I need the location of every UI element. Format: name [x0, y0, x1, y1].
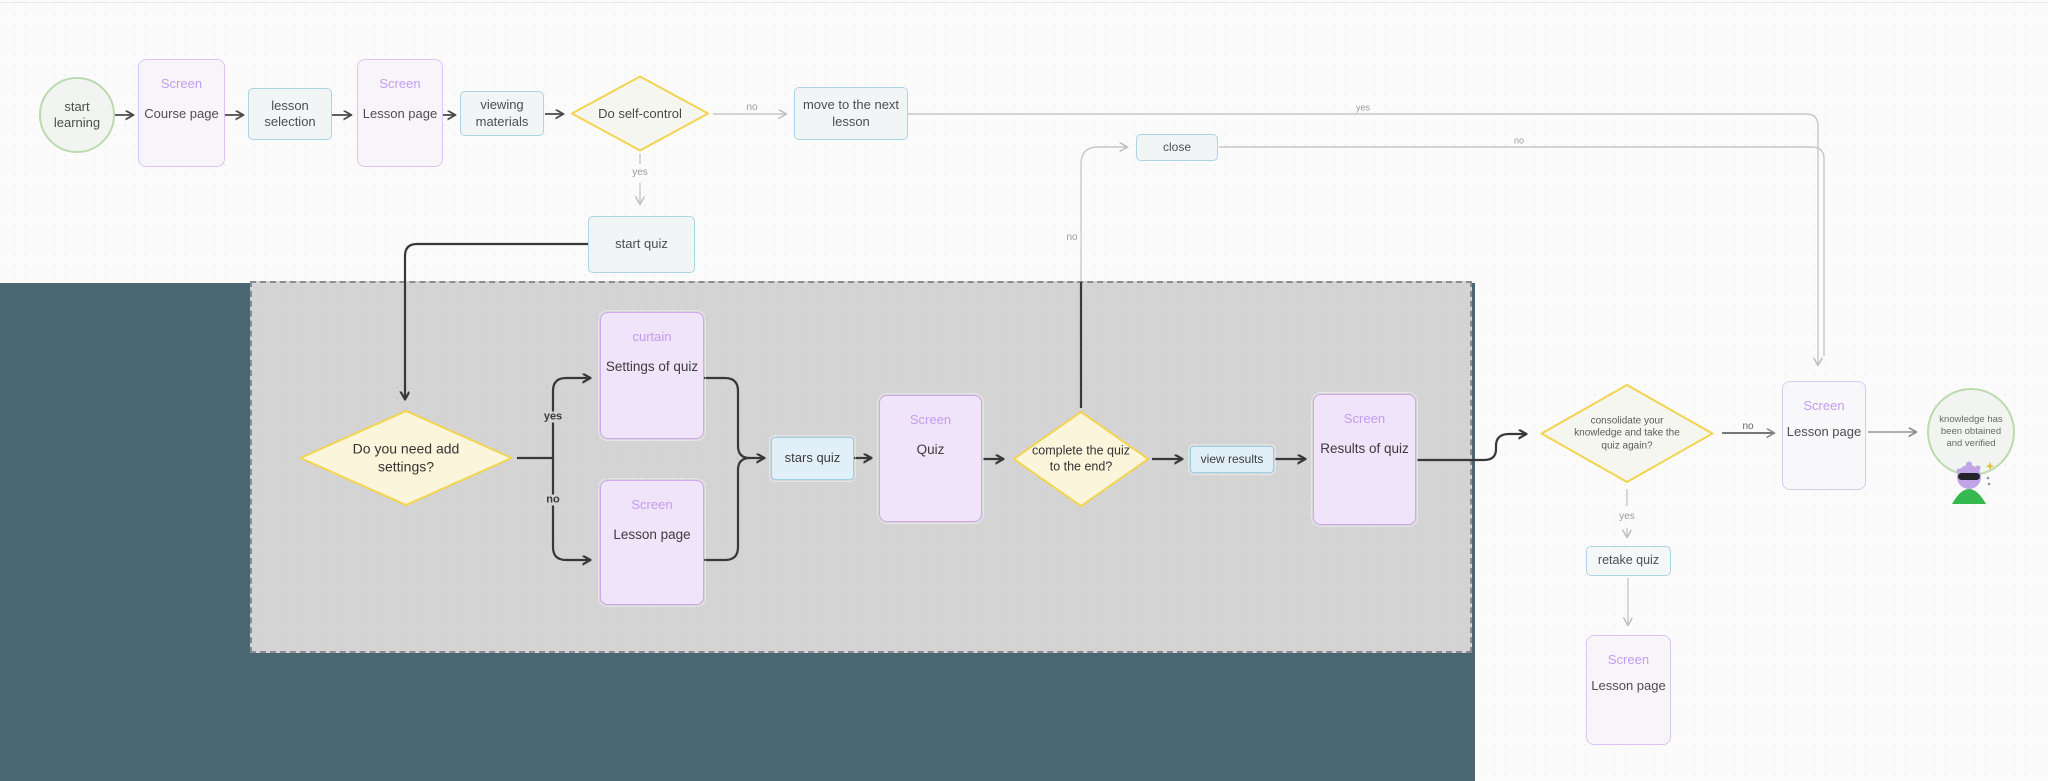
- node-type-tag: Screen: [1607, 652, 1650, 667]
- node-type-tag: Screen: [909, 412, 952, 427]
- edge-label-no: no: [543, 494, 563, 506]
- node-label: retake quiz: [1597, 553, 1660, 568]
- node-type-tag: Screen: [1803, 398, 1845, 413]
- decision-do-self-control[interactable]: Do self-control: [569, 75, 711, 152]
- node-label: Do self-control: [598, 105, 682, 121]
- edge-label-no: no: [1739, 422, 1757, 432]
- mascot-graphic: [1952, 461, 1995, 504]
- node-screen-results-of-quiz[interactable]: Screen Results of quiz: [1311, 392, 1418, 527]
- node-label: close: [1162, 140, 1191, 154]
- node-type-tag: Screen: [160, 76, 203, 91]
- window-top-divider: [0, 2, 2048, 3]
- node-move-to-next-lesson[interactable]: move to the next lesson: [794, 87, 908, 140]
- node-label: Lesson page: [613, 527, 691, 543]
- node-screen-lesson-page-bottom[interactable]: Screen Lesson page: [1586, 635, 1671, 745]
- decision-consolidate-knowledge[interactable]: consolidate your knowledge and take the …: [1538, 383, 1716, 484]
- node-label: start learning: [53, 98, 101, 130]
- node-close[interactable]: close: [1136, 134, 1218, 161]
- node-label: stars quiz: [784, 450, 841, 466]
- node-label: Lesson page: [1591, 678, 1666, 694]
- node-label: start quiz: [615, 236, 668, 252]
- edge-label-no: no: [1510, 136, 1528, 146]
- node-viewing-materials[interactable]: viewing materials: [460, 91, 544, 136]
- node-start-quiz[interactable]: start quiz: [588, 216, 695, 273]
- node-label: consolidate your knowledge and take the …: [1574, 414, 1680, 451]
- node-lesson-selection[interactable]: lesson selection: [248, 88, 332, 140]
- node-start-learning[interactable]: start learning: [39, 77, 115, 153]
- node-type-tag: Screen: [1343, 411, 1386, 426]
- node-type-tag: curtain: [632, 329, 672, 344]
- edge-label-no: no: [743, 103, 761, 113]
- edge-label-yes: yes: [1352, 103, 1374, 113]
- node-label: viewing materials: [475, 97, 529, 129]
- node-screen-lesson-page-right[interactable]: Screen Lesson page: [1782, 381, 1866, 490]
- node-label: view results: [1200, 452, 1264, 466]
- node-label: Results of quiz: [1320, 441, 1409, 457]
- node-type-tag: Screen: [379, 76, 421, 91]
- diamond-shape: [569, 75, 711, 152]
- node-screen-course-page[interactable]: Screen Course page: [138, 59, 225, 167]
- edge-label-yes: yes: [540, 411, 566, 423]
- node-knowledge-verified[interactable]: knowledge has been obtained and verified: [1927, 388, 2015, 476]
- node-screen-lesson-page-mid[interactable]: Screen Lesson page: [598, 478, 706, 607]
- node-label: complete the quiz to the end?: [1032, 443, 1130, 473]
- decision-need-add-settings[interactable]: Do you need add settings?: [296, 409, 516, 507]
- decision-complete-quiz-to-end[interactable]: complete the quiz to the end?: [1011, 410, 1151, 508]
- node-view-results[interactable]: view results: [1188, 444, 1276, 475]
- node-retake-quiz[interactable]: retake quiz: [1586, 546, 1671, 576]
- node-label: Settings of quiz: [605, 359, 699, 375]
- node-label: move to the next lesson: [802, 97, 900, 129]
- node-screen-lesson-page-top[interactable]: Screen Lesson page: [357, 59, 443, 167]
- edge-label-no: no: [1063, 233, 1081, 243]
- node-label: Quiz: [916, 442, 945, 458]
- node-type-tag: Screen: [631, 497, 673, 512]
- diamond-shape: [1538, 383, 1716, 484]
- edge-label-yes: yes: [1616, 512, 1638, 522]
- node-curtain-settings-of-quiz[interactable]: curtain Settings of quiz: [598, 310, 706, 441]
- node-label: Do you need add settings?: [352, 440, 460, 475]
- diamond-shape: [1011, 410, 1151, 508]
- node-label: Lesson page: [362, 106, 438, 122]
- node-stars-quiz[interactable]: stars quiz: [769, 435, 856, 482]
- edge-label-yes: yes: [629, 168, 651, 178]
- node-label: Course page: [144, 106, 219, 122]
- node-label: knowledge has been obtained and verified: [1939, 414, 2003, 449]
- diamond-shape: [296, 409, 516, 507]
- mascot-sticker[interactable]: [1944, 458, 1998, 506]
- node-label: Lesson page: [1786, 424, 1862, 440]
- node-label: lesson selection: [264, 97, 316, 129]
- node-screen-quiz[interactable]: Screen Quiz: [877, 393, 984, 524]
